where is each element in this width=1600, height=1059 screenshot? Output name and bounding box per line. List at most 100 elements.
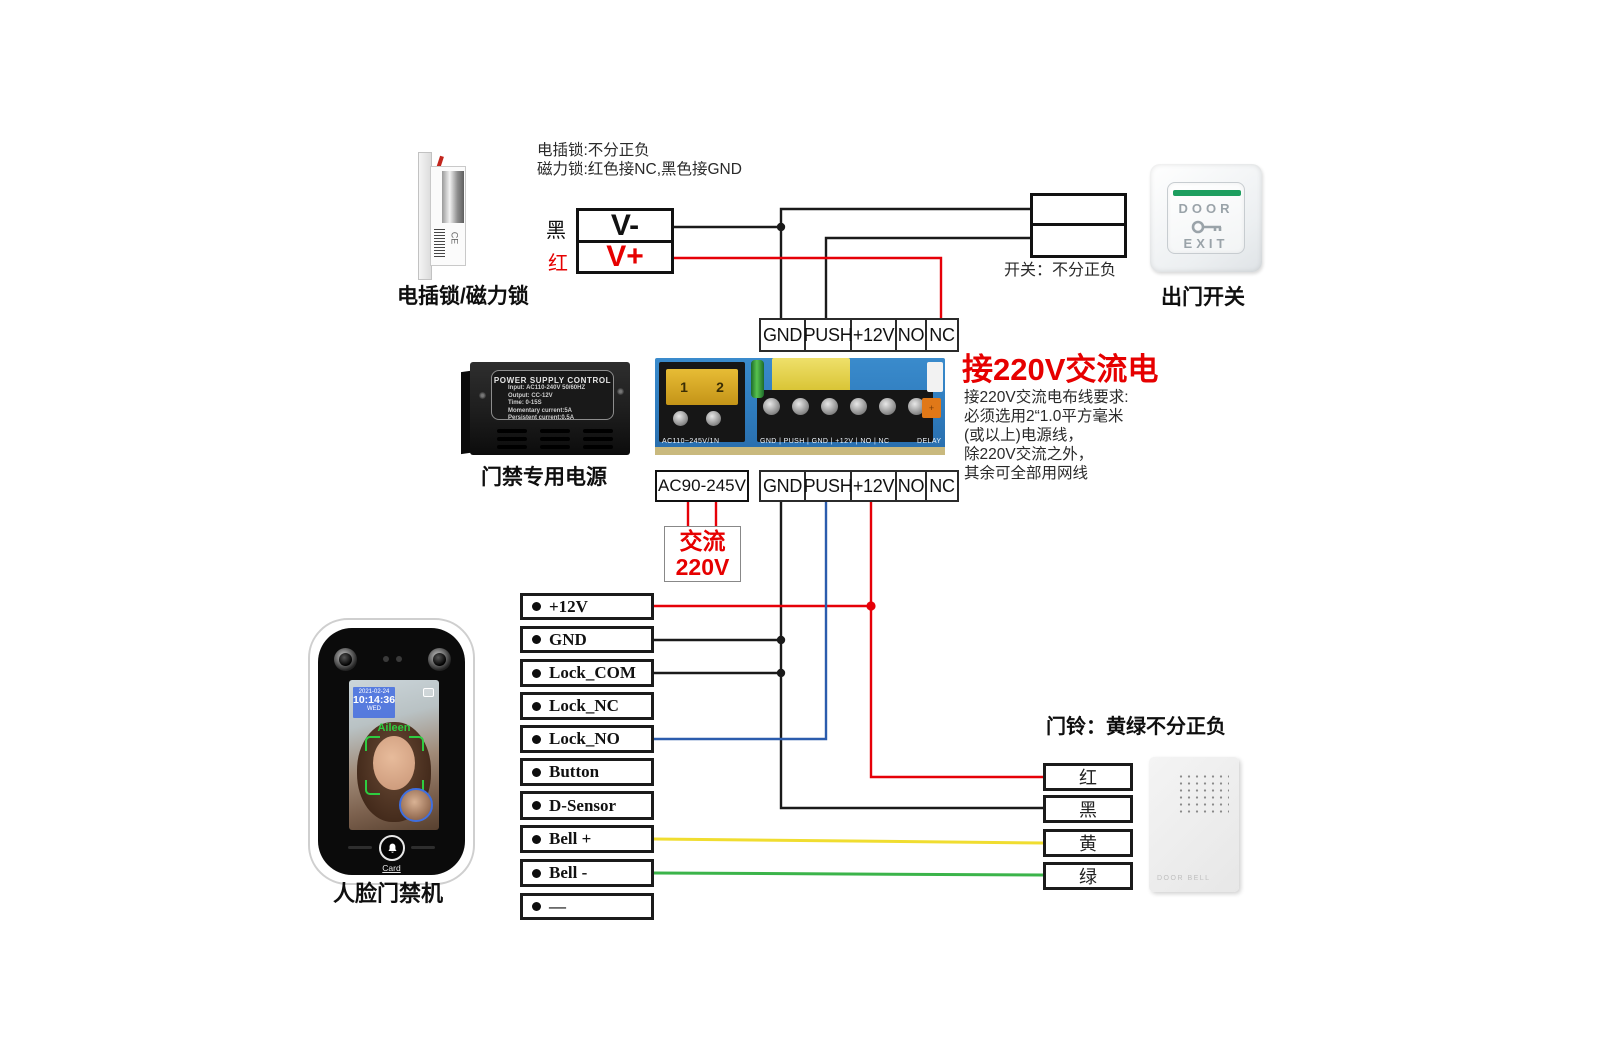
terminal-dot (532, 602, 541, 611)
psu-screw (479, 392, 486, 399)
lock-body: CE (430, 166, 466, 266)
switch-note: 开关：不分正负 (1004, 262, 1117, 279)
wire-color-label-black: 黑 (546, 220, 566, 242)
terminal-label: — (549, 896, 566, 916)
psu-vent (583, 437, 613, 441)
face-bracket-tr (409, 736, 424, 751)
bolt-lock-caption: 电插锁/磁力锁 (397, 285, 529, 308)
doorbell-wire-yellow: 黄 (1043, 829, 1133, 857)
pcb-silk-delay: DELAY (917, 438, 942, 445)
exit-exit-text: EXIT (1183, 236, 1229, 251)
doorbell-wire-label: 红 (1079, 768, 1097, 788)
pcb-screw (763, 398, 780, 415)
terminal-unused: — (520, 893, 654, 920)
pcb-terminal-block (757, 390, 933, 442)
screen-date: 2021-02-24 (358, 689, 390, 695)
strip2-gnd: GND (761, 472, 806, 500)
fuse-1-label: 1 (680, 379, 688, 395)
screen-time: 10:14:36 (353, 694, 396, 706)
blue-wire (654, 502, 828, 741)
mains-note-line: (或以上)电源线， (964, 427, 1083, 444)
strip2-push: PUSH (804, 472, 853, 500)
terminal-label: GND (549, 629, 587, 649)
pcb-screw (706, 411, 721, 426)
exit-button-device: DOOR EXIT (1150, 164, 1262, 272)
pcb-bottom-terminal-strip: GND PUSH +12V NO NC (759, 470, 959, 502)
terminal-label: Lock_COM (549, 663, 636, 682)
speaker-slot-left (348, 846, 372, 849)
doorbell-wire-green: 绿 (1043, 862, 1133, 890)
psu-vent (497, 437, 527, 441)
exit-contact-bottom (1033, 226, 1124, 255)
psu-caption: 门禁专用电源 (481, 466, 607, 489)
doorbell-wire-label: 黑 (1079, 800, 1097, 820)
pcb-screw (821, 398, 838, 415)
lock-terminal-box: V- V+ (576, 208, 674, 274)
exit-green-stripe (1173, 190, 1241, 196)
terminal-lock-com: Lock_COM (520, 659, 654, 687)
mains-heading: 接220V交流电 (962, 352, 1159, 387)
exit-contact-top (1033, 196, 1124, 226)
terminal-button: Button (520, 758, 654, 786)
terminal-12v: +12V (520, 593, 654, 620)
exit-switch-caption: 出门开关 (1161, 286, 1245, 309)
camera-lens-right-inner (433, 653, 446, 666)
terminal-label: Bell + (549, 829, 592, 848)
bell-icon (387, 843, 397, 853)
psu-plate-line: Output: CC-12V (508, 392, 553, 399)
psu-vent (497, 445, 527, 449)
junction-dot (776, 222, 786, 232)
psu-vent (583, 445, 613, 449)
terminal-label: Lock_NO (549, 729, 620, 748)
terminal-label: Button (549, 762, 600, 781)
exit-button-face: DOOR EXIT (1167, 182, 1245, 254)
lock-barcode (434, 227, 445, 257)
pcb-silk-terminal-labels: GND | PUSH | GND | +12V | NO | NC (760, 438, 890, 445)
pcb-delay-trimmer: + (922, 398, 941, 418)
psu-plate-line: Persistent current:0.5A (508, 415, 575, 420)
face-bracket-bl (365, 780, 380, 795)
psu-vent (583, 429, 613, 433)
strip1-gnd: GND (761, 320, 806, 350)
strip1-push: PUSH (804, 320, 853, 350)
yellow-wire (653, 837, 1044, 845)
pcb-screw (792, 398, 809, 415)
psu-vent (540, 429, 570, 433)
lock-note-line1: 电插锁:不分正负 (537, 142, 650, 159)
lock-bolt-cylinder (442, 171, 464, 223)
strip2-no: NO (897, 472, 927, 500)
terminal-lock-nc: Lock_NC (520, 692, 654, 720)
red-wires (654, 256, 1043, 779)
psu-screw (617, 388, 624, 395)
card-swipe-label: Card (382, 863, 401, 873)
doorbell-note: 门铃：黄绿不分正负 (1046, 716, 1226, 738)
recognized-name: Aileen (377, 722, 411, 734)
terminal-lock-no: Lock_NO (520, 725, 654, 753)
terminal-dot (532, 701, 541, 711)
pcb-fuse-block: 1 2 (666, 369, 738, 405)
terminal-dot (532, 868, 541, 878)
psu-plate-line: Input: AC110-240V 50/60HZ (508, 385, 586, 391)
terminal-label: Bell - (549, 863, 588, 882)
wire-color-label-red: 红 (548, 253, 568, 275)
terminal-v-plus: V+ (606, 240, 644, 273)
face-bracket-tl (365, 736, 380, 751)
ac-input-label: AC90-245V (658, 476, 746, 495)
terminal-dot (532, 902, 541, 911)
doorbell-wire-label: 黄 (1079, 834, 1097, 854)
face-device-caption: 人脸门禁机 (333, 881, 444, 906)
terminal-dot (532, 834, 541, 844)
psu-vent (540, 437, 570, 441)
black-wires (654, 207, 1043, 810)
terminal-label: D-Sensor (549, 795, 617, 815)
terminal-dot (532, 767, 541, 777)
ac220-line1: 交流 (679, 528, 726, 554)
terminal-label: Lock_NC (549, 696, 619, 715)
enrolled-photo-inset (399, 788, 433, 822)
terminal-v-minus: V- (579, 209, 671, 243)
doorbell-call-button[interactable] (379, 835, 405, 861)
lock-note-line2: 磁力锁:红色接NC,黑色接GND (537, 161, 742, 178)
portrait-face (373, 736, 415, 790)
ir-sensor-dot (396, 656, 402, 662)
